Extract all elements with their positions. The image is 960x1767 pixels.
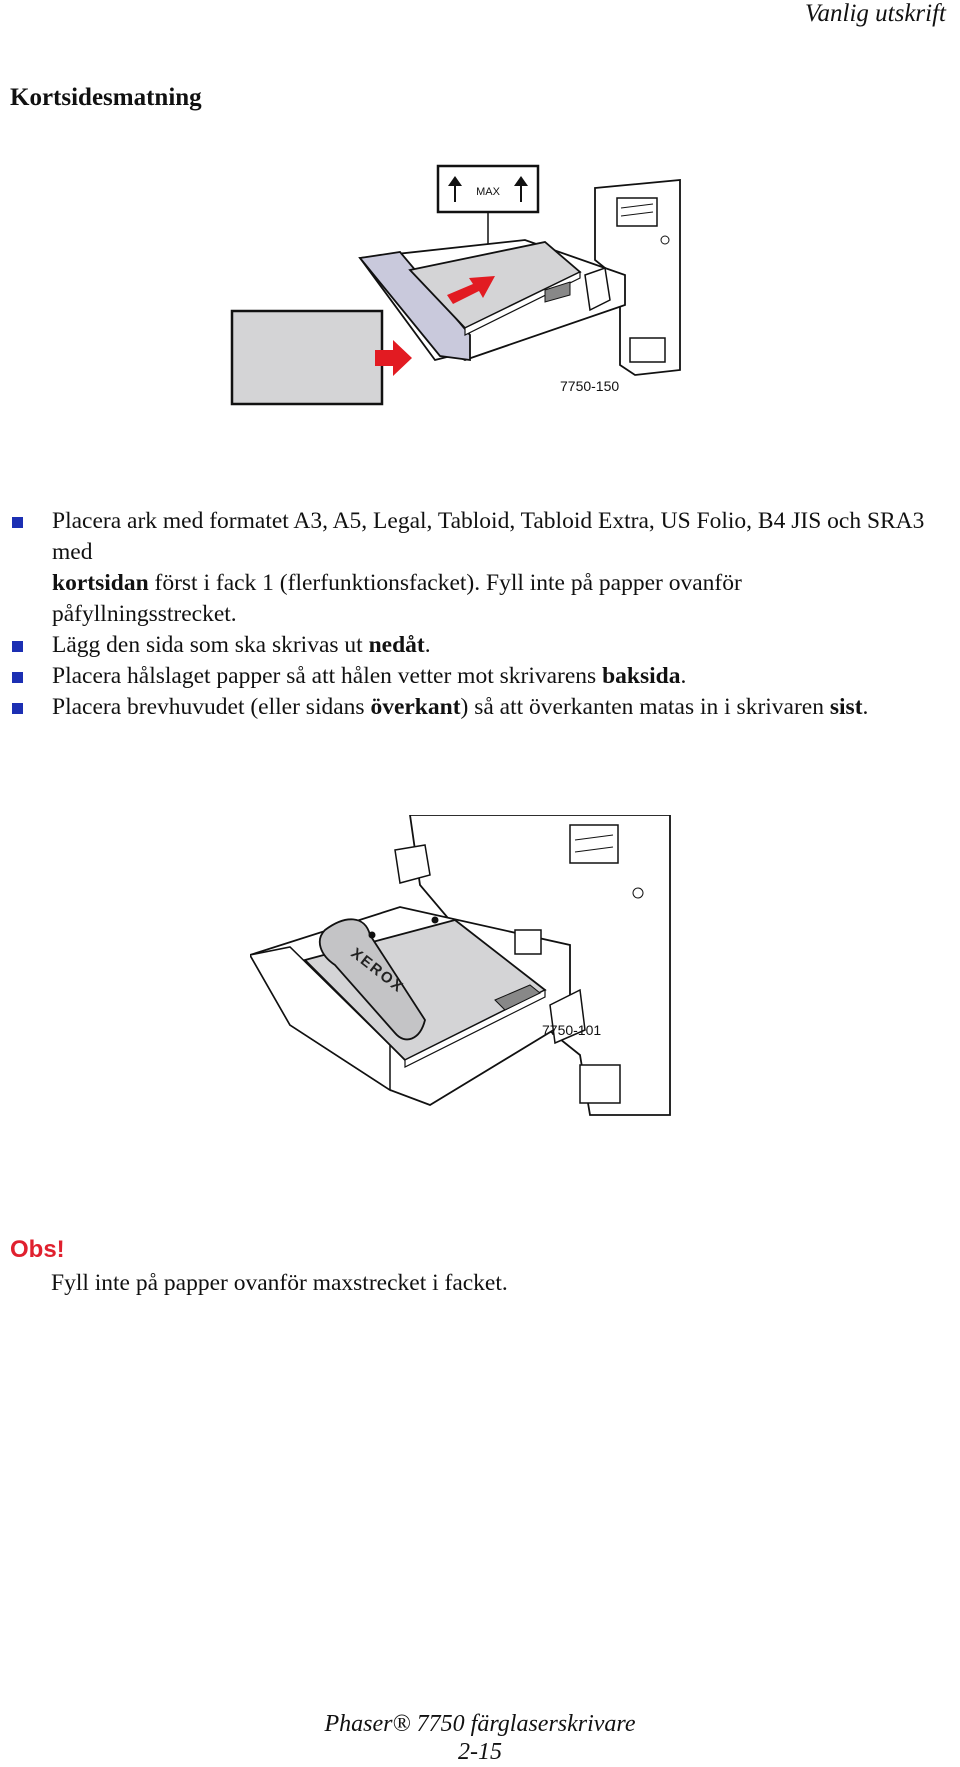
item-text: . — [862, 694, 869, 720]
running-header: Vanlig utskrift — [805, 0, 946, 27]
list-item: Lägg den sida som ska skrivas ut nedåt. — [10, 630, 930, 661]
max-text: MAX — [476, 186, 501, 198]
printer-tray-illustration: MAX 7750-150 — [230, 164, 681, 406]
sheet-icon — [230, 309, 384, 406]
footer-product: Phaser® 7750 färglaserskrivare — [324, 1711, 636, 1737]
bullet-icon — [12, 672, 23, 683]
arrow-icon — [375, 340, 412, 376]
item-text: först i fack 1 (flerfunktionsfacket). Fy… — [52, 570, 742, 627]
note-text: Fyll inte på papper ovanför maxstrecket … — [51, 1270, 508, 1296]
item-text: ) så att överkanten matas in i skrivaren — [460, 694, 830, 720]
figure-label: 7750-150 — [560, 378, 619, 394]
item-text: Placera hålslaget papper så att hålen ve… — [52, 663, 603, 689]
printer-tray-letterhead-illustration: XEROX 7750-101 — [250, 815, 671, 1116]
figure-short-edge-feed: MAX 7750-150 — [225, 160, 705, 460]
feed-arrow-icon — [447, 276, 495, 304]
item-text: Lägg den sida som ska skrivas ut — [52, 632, 369, 658]
emphasis-text: baksida — [602, 663, 681, 689]
figure-letterhead-feed: XEROX 7750-101 — [250, 815, 690, 1175]
item-text: . — [424, 632, 431, 658]
section-title: Kortsidesmatning — [10, 84, 202, 111]
emphasis-text: kortsidan — [52, 570, 149, 596]
instruction-list: Placera ark med formatet A3, A5, Legal, … — [10, 506, 930, 723]
figure-label: 7750-101 — [542, 1022, 601, 1038]
bullet-icon — [12, 703, 23, 714]
footer-page-number: 2-15 — [458, 1739, 502, 1765]
list-item: Placera brevhuvudet (eller sidans överka… — [10, 692, 930, 723]
item-text: Placera ark med formatet A3, A5, Legal, … — [52, 508, 925, 565]
emphasis-text: sist — [829, 694, 863, 720]
list-item: Placera ark med formatet A3, A5, Legal, … — [10, 506, 930, 630]
emphasis-text: överkant — [370, 694, 461, 720]
note-heading: Obs! — [10, 1236, 65, 1263]
item-text: Placera brevhuvudet (eller sidans — [52, 694, 371, 720]
bullet-icon — [12, 517, 23, 528]
bullet-icon — [12, 641, 23, 652]
emphasis-text: nedåt — [368, 632, 425, 658]
item-text: . — [680, 663, 687, 689]
list-item: Placera hålslaget papper så att hålen ve… — [10, 661, 930, 692]
